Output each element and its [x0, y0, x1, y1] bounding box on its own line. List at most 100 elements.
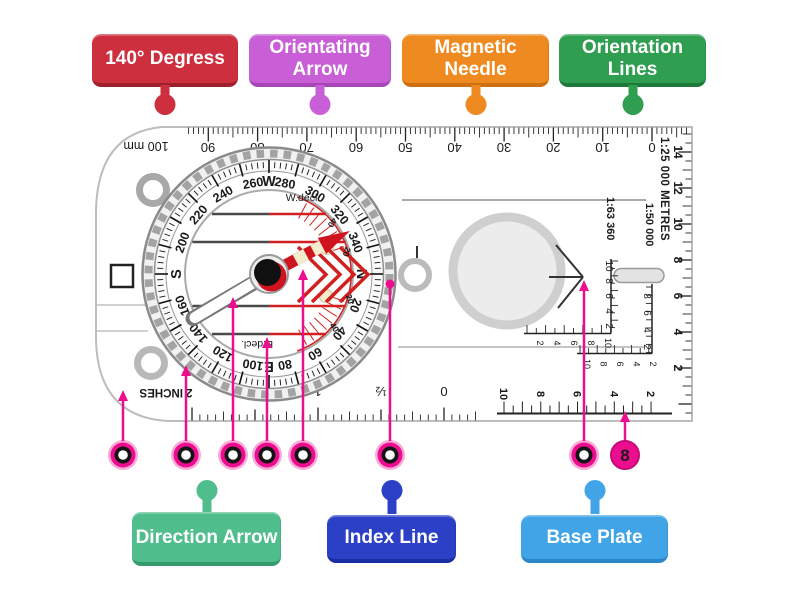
label-index-line[interactable]: Index Line — [327, 515, 456, 563]
degree-tick — [372, 295, 379, 298]
degree-tick — [256, 162, 259, 169]
degree-tick — [202, 183, 208, 189]
answer-pin[interactable] — [108, 440, 138, 470]
degree-tick — [251, 163, 253, 170]
declination-line — [303, 207, 315, 223]
degree-tick — [369, 306, 376, 310]
degree-tick — [354, 335, 360, 341]
index-line-arrow — [549, 244, 584, 309]
inches-label: 2 INCHES — [139, 386, 192, 398]
label-stem-dot — [622, 94, 643, 115]
pivot-black — [254, 259, 281, 286]
baseplate-hole-ring — [136, 173, 170, 207]
needle-south-white — [189, 272, 268, 323]
degree-tick — [169, 321, 175, 326]
degree-tick — [233, 374, 237, 381]
ruler-number: 14 — [671, 145, 685, 159]
degree-tick — [351, 340, 357, 345]
label-orientating-arrow[interactable]: Orientating Arrow — [249, 34, 391, 87]
pin-center — [181, 450, 191, 460]
degree-tick — [363, 222, 369, 227]
declination-line — [318, 224, 333, 236]
degree-tick — [330, 359, 336, 365]
ruler-number: 10 — [603, 338, 613, 348]
degree-tick — [223, 370, 227, 377]
pin-connector-dot — [385, 279, 395, 289]
label-direction-arrow[interactable]: Direction Arrow — [132, 512, 281, 566]
degree-tick — [193, 352, 199, 358]
degree-tick — [279, 379, 282, 386]
degree-tick — [185, 198, 191, 204]
label-140-degress[interactable]: 140° Degress — [92, 34, 238, 87]
degree-tick — [198, 186, 203, 192]
declination-line — [309, 212, 321, 227]
label-base-plate[interactable]: Base Plate — [521, 515, 668, 563]
ruler-number: 6 — [569, 340, 579, 345]
label-stem — [202, 497, 211, 514]
degree-tick — [339, 352, 345, 358]
ruler-number: 40 — [447, 140, 461, 155]
degree-tick — [169, 323, 182, 332]
label-card-direction-arrow: Direction Arrow — [132, 480, 281, 570]
answer-pin[interactable] — [171, 440, 201, 470]
answer-pin[interactable] — [375, 440, 405, 470]
ruler-number: 8 — [586, 340, 596, 345]
degree-tick — [306, 169, 310, 176]
pin-center — [228, 450, 238, 460]
answer-pins: 8 — [108, 440, 640, 470]
ruler-number: 6 — [571, 391, 583, 397]
label-stem-dot — [309, 94, 331, 115]
degree-tick — [351, 203, 357, 208]
degree-tick — [285, 163, 287, 170]
degree-tick — [162, 306, 169, 310]
ruler-number: 8 — [671, 257, 685, 264]
degree-tick — [211, 361, 220, 374]
pin-connector-arrowhead — [620, 411, 630, 422]
degree-tick — [335, 186, 340, 192]
degree-tick — [202, 359, 208, 365]
declination-number: 20 — [344, 293, 357, 305]
degree-tick — [158, 256, 165, 258]
answer-pin[interactable] — [218, 440, 248, 470]
degree-tick — [339, 192, 351, 204]
degree-tick — [158, 290, 165, 292]
degree-tick — [285, 378, 287, 385]
degree-tick — [339, 190, 345, 196]
label-card-base-plate: Base Plate — [521, 480, 668, 570]
ruler-number: 6 — [615, 361, 625, 366]
degree-tick — [339, 344, 351, 356]
degree-tick — [169, 222, 175, 227]
degree-tick — [207, 179, 212, 186]
magnetic-needle — [185, 231, 350, 326]
answer-pin[interactable] — [288, 440, 318, 470]
degree-tick — [187, 344, 199, 356]
answer-pin-numbered[interactable]: 8 — [610, 440, 640, 470]
label-orientation-lines[interactable]: Orientation Lines — [559, 34, 706, 87]
degree-tick — [306, 372, 310, 379]
degree-number: 40 — [330, 323, 350, 343]
degree-tick — [311, 370, 315, 377]
ruler-number: 4 — [607, 391, 619, 398]
label-magnetic-needle[interactable]: Magnetic Needle — [402, 34, 549, 87]
label-card-140-degress: 140° Degress — [92, 34, 238, 116]
pin-connector-arrowhead — [298, 269, 308, 280]
degree-tick — [330, 183, 336, 189]
ruler-number: 12 — [671, 181, 685, 195]
ruler-number: 20 — [546, 140, 560, 155]
degree-tick — [373, 256, 380, 258]
label-stem — [590, 497, 599, 514]
answer-pin[interactable] — [569, 440, 599, 470]
degree-tick — [181, 203, 187, 208]
pin-center — [579, 450, 589, 460]
answer-pin[interactable] — [252, 440, 282, 470]
degree-tick — [159, 250, 166, 253]
sixtythree-scale-label: 1:63 360 — [604, 197, 616, 240]
ruler-number: 30 — [497, 140, 511, 155]
top-ruler-mm: 100 mm 9080706050403020100 — [123, 127, 687, 155]
degree-number: 200 — [172, 230, 192, 254]
pin-connector-lines — [118, 269, 630, 441]
degree-tick — [311, 171, 315, 178]
degree-tick — [294, 371, 300, 385]
ruler-number: 2 — [648, 361, 658, 366]
